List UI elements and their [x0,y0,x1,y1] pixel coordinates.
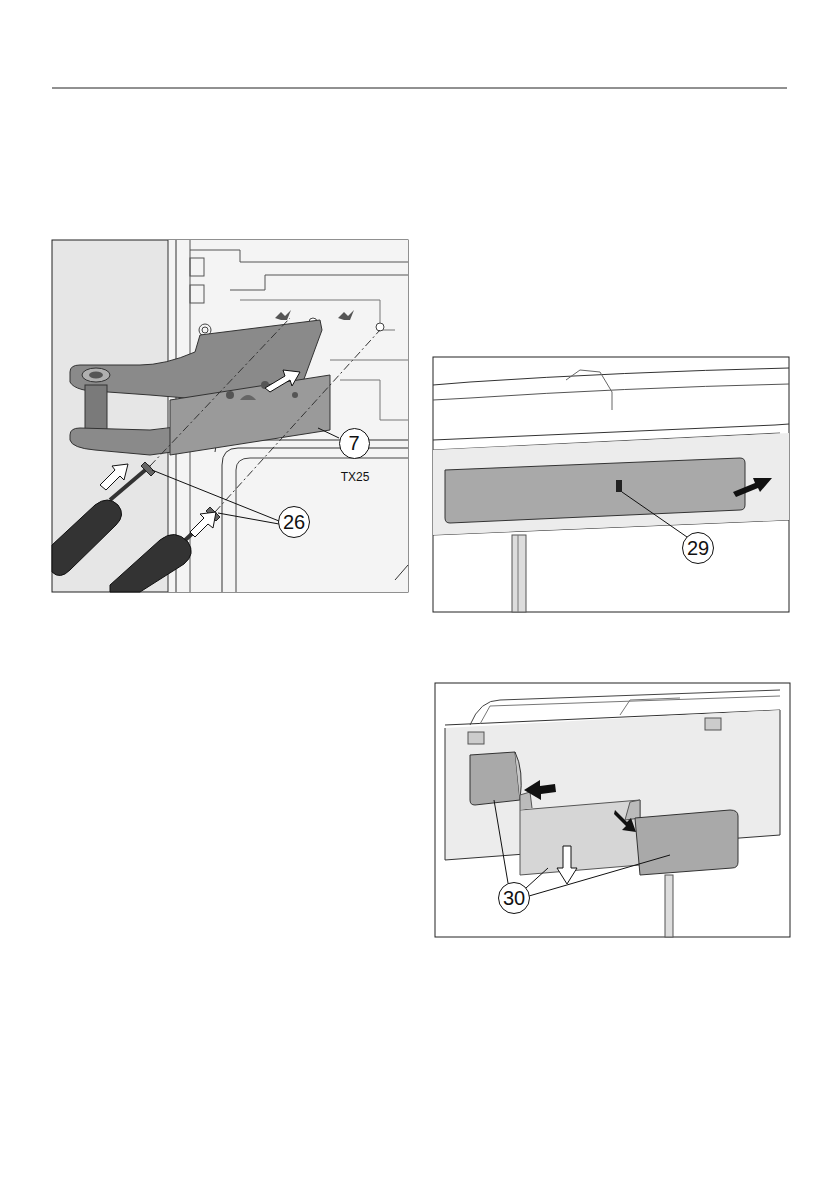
hinge-figure [52,240,408,592]
tool-size-label: TX25 [341,470,370,484]
header-rule [52,88,787,89]
callout-number: 26 [283,512,305,532]
callout-circle: 7 [339,428,370,459]
callout-circle: 29 [682,532,714,564]
callout-circle: 26 [278,506,310,538]
callout-circle: 30 [498,882,530,914]
cover-fit-figure [435,683,790,937]
callout-number: 29 [687,538,709,558]
callout-number: 7 [348,433,359,453]
callout-number: 30 [503,888,525,908]
strip-fit-figure [433,357,789,612]
